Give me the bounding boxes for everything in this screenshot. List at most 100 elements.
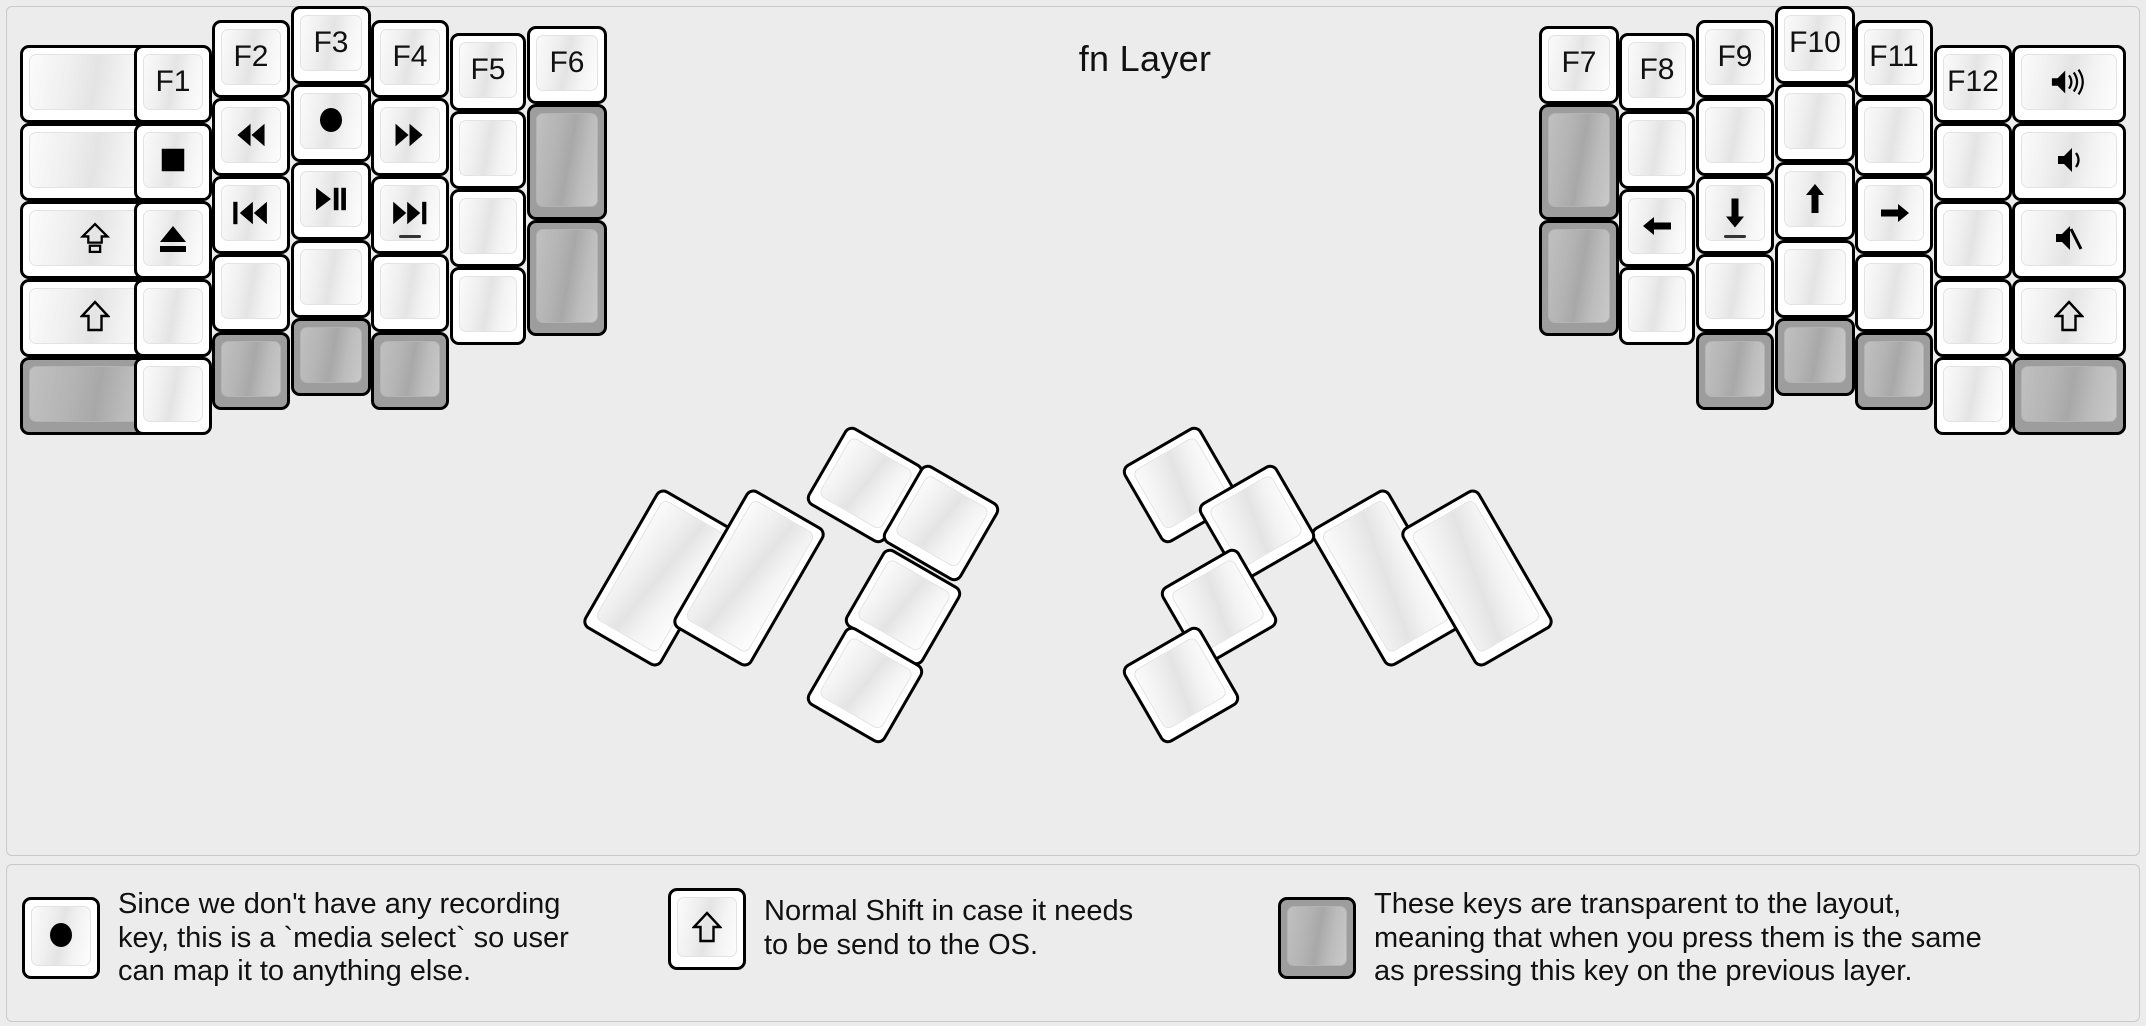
arrow-up-icon	[1800, 182, 1830, 216]
key-right-col-middle-r3[interactable]	[1775, 240, 1855, 318]
key-left-col-index-r3[interactable]	[371, 254, 449, 332]
key-right-col-pinky-r3[interactable]	[1934, 279, 2012, 357]
key-left-col-index-r4[interactable]	[371, 332, 449, 410]
key-right-col-pinky-outer-r4[interactable]	[2012, 357, 2126, 435]
key-left-col-inner-extra-r1[interactable]	[527, 104, 607, 220]
media-play-pause-icon	[312, 185, 350, 213]
keycap-face	[459, 120, 517, 176]
key-left-col-index-inner-r2[interactable]	[450, 189, 526, 267]
keycap-face	[1864, 185, 1924, 241]
key-right-col-index-r2[interactable]	[1696, 176, 1774, 254]
volume-up-icon	[2050, 67, 2088, 97]
key-label: F6	[549, 46, 585, 79]
key-left-col-pinky-r2[interactable]	[134, 201, 212, 279]
key-left-col-middle-r3[interactable]	[291, 240, 371, 318]
keycap-face	[380, 185, 440, 241]
key-left-col-index-r2[interactable]	[371, 176, 449, 254]
legend-text-0: Since we don't have any recording key, t…	[118, 888, 569, 988]
page-title: fn Layer	[1078, 38, 1212, 79]
key-right-col-index-inner-r2[interactable]	[1619, 189, 1695, 267]
keycap-face	[300, 249, 362, 305]
keycap-face: F11	[1864, 29, 1924, 85]
key-left-col-ring-r0[interactable]: F2	[212, 20, 290, 98]
keycap-face	[1548, 113, 1610, 207]
key-right-col-pinky-r0[interactable]: F12	[1934, 45, 2012, 123]
key-left-col-index-r1[interactable]	[371, 98, 449, 176]
key-right-col-index-r3[interactable]	[1696, 254, 1774, 332]
key-left-col-middle-r0[interactable]: F3	[291, 6, 371, 84]
key-right-col-index-inner-r3[interactable]	[1619, 267, 1695, 345]
key-left-col-index-r0[interactable]: F4	[371, 20, 449, 98]
key-right-col-pinky-r4[interactable]	[1934, 357, 2012, 435]
key-left-col-inner-extra-r2[interactable]	[527, 220, 607, 336]
key-label: F7	[1561, 46, 1597, 79]
key-left-col-middle-r1[interactable]	[291, 84, 371, 162]
key-left-col-index-inner-r3[interactable]	[450, 267, 526, 345]
key-right-col-middle-r1[interactable]	[1775, 84, 1855, 162]
key-right-col-pinky-outer-r3[interactable]	[2012, 279, 2126, 357]
keycap-face: F4	[380, 29, 440, 85]
key-right-col-index-inner-r1[interactable]	[1619, 111, 1695, 189]
media-rewind-icon	[233, 121, 269, 149]
keycap-face: F2	[221, 29, 281, 85]
keycap-face	[1943, 210, 2003, 266]
key-right-col-index-r4[interactable]	[1696, 332, 1774, 410]
key-right-col-inner-extra-r0[interactable]: F7	[1539, 26, 1619, 104]
key-left-col-ring-r1[interactable]	[212, 98, 290, 176]
keycap-face	[1628, 198, 1686, 254]
keycap-face	[221, 185, 281, 241]
keycap-face	[300, 327, 362, 383]
volume-mute-icon	[2054, 223, 2084, 253]
key-right-col-pinky-r1[interactable]	[1934, 123, 2012, 201]
key-right-col-ring-r1[interactable]	[1855, 98, 1933, 176]
key-left-col-ring-r4[interactable]	[212, 332, 290, 410]
key-right-col-pinky-outer-r1[interactable]	[2012, 123, 2126, 201]
key-right-col-pinky-r2[interactable]	[1934, 201, 2012, 279]
key-left-col-pinky-r1[interactable]	[134, 123, 212, 201]
key-right-col-ring-r4[interactable]	[1855, 332, 1933, 410]
homing-indicator	[1724, 235, 1746, 238]
key-left-col-pinky-r0[interactable]: F1	[134, 45, 212, 123]
key-left-col-middle-r4[interactable]	[291, 318, 371, 396]
key-left-col-index-inner-r1[interactable]	[450, 111, 526, 189]
shift-arrow-icon	[2054, 299, 2084, 333]
key-right-col-ring-r3[interactable]	[1855, 254, 1933, 332]
keycap-face	[1784, 327, 1846, 383]
key-right-col-ring-r0[interactable]: F11	[1855, 20, 1933, 98]
key-right-col-pinky-outer-r2[interactable]	[2012, 201, 2126, 279]
keycap-face	[1864, 341, 1924, 397]
key-label: F11	[1869, 40, 1919, 73]
key-right-col-ring-r2[interactable]	[1855, 176, 1933, 254]
keycap-face	[143, 366, 203, 422]
key-left-col-inner-extra-r0[interactable]: F6	[527, 26, 607, 104]
key-left-col-ring-r3[interactable]	[212, 254, 290, 332]
key-right-col-middle-r0[interactable]: F10	[1775, 6, 1855, 84]
keycap-face	[1705, 341, 1765, 397]
media-eject-icon	[157, 222, 189, 254]
keycap-face	[1943, 132, 2003, 188]
key-right-col-inner-extra-r1[interactable]	[1539, 104, 1619, 220]
key-label: F10	[1789, 26, 1841, 59]
keycap-face	[1705, 185, 1765, 241]
key-right-col-index-inner-r0[interactable]: F8	[1619, 33, 1695, 111]
key-right-col-pinky-outer-r0[interactable]	[2012, 45, 2126, 123]
key-right-col-inner-extra-r2[interactable]	[1539, 220, 1619, 336]
key-left-col-pinky-r3[interactable]	[134, 279, 212, 357]
key-left-col-index-inner-r0[interactable]: F5	[450, 33, 526, 111]
shift-arrow-icon	[80, 299, 110, 333]
key-right-col-middle-r2[interactable]	[1775, 162, 1855, 240]
key-left-col-pinky-r4[interactable]	[134, 357, 212, 435]
keycap-face	[300, 171, 362, 227]
key-right-col-index-r0[interactable]: F9	[1696, 20, 1774, 98]
key-right-col-index-r1[interactable]	[1696, 98, 1774, 176]
keycap-face	[677, 897, 737, 957]
key-right-col-middle-r4[interactable]	[1775, 318, 1855, 396]
key-left-col-middle-r2[interactable]	[291, 162, 371, 240]
legend-key-sample-0	[22, 897, 100, 980]
keycap-face	[2021, 210, 2117, 266]
legend-panel	[6, 864, 2140, 1022]
keycap-face	[221, 107, 281, 163]
key-label: F4	[392, 40, 428, 73]
keycap-face: F3	[300, 15, 362, 71]
key-left-col-ring-r2[interactable]	[212, 176, 290, 254]
